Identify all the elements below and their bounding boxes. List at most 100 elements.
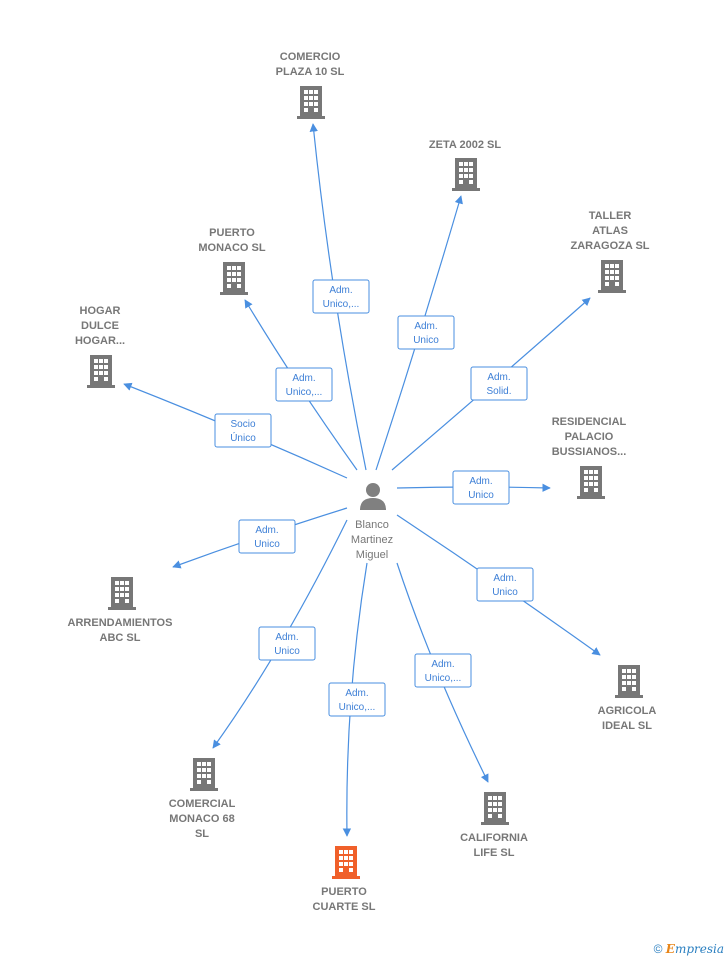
building-icon [190, 758, 218, 791]
edge-label-puerto-monaco[interactable]: Adm. Unico,... [275, 367, 333, 402]
company-name-line-2: MONACO SL [198, 242, 266, 254]
edge-label-line-1: Adm. [469, 476, 492, 487]
edge-label-box [452, 470, 510, 505]
company-name-line-1: HOGAR [80, 305, 121, 317]
edge-label-line-2: Unico [492, 587, 518, 598]
company-name-line-1: PUERTO [321, 886, 367, 898]
company-node-taller-atlas-zaragoza[interactable]: TALLER ATLAS ZARAGOZA SL [570, 210, 650, 293]
edge-label-line-1: Adm. [255, 525, 278, 536]
company-node-residencial-palacio[interactable]: RESIDENCIAL PALACIO BUSSIANOS... [552, 416, 627, 499]
building-icon [332, 846, 360, 879]
edge-label-line-2: Unico,... [323, 299, 360, 310]
building-icon [481, 792, 509, 825]
edge-label-comercial-monaco-68[interactable]: Adm. Unico [258, 626, 316, 661]
edge-label-box [258, 626, 316, 661]
edge-label-line-2: Unico,... [425, 673, 462, 684]
company-name-line-2: CUARTE SL [313, 901, 376, 913]
edge-label-box [328, 682, 386, 717]
edge-label-box [397, 315, 455, 350]
building-icon [452, 158, 480, 191]
company-name-line-2: ABC SL [100, 632, 141, 644]
footer-brand: © Empresia [654, 942, 724, 956]
edge-label-zeta-2002[interactable]: Adm. Unico [397, 315, 455, 350]
edge-label-line-1: Socio [230, 419, 255, 430]
company-name-line-3: SL [195, 828, 209, 840]
company-name-line-3: HOGAR... [75, 335, 125, 347]
company-node-puerto-monaco[interactable]: PUERTO MONACO SL [198, 227, 266, 295]
brand-name: mpresia [674, 942, 724, 956]
edge-label-arrendamientos-abc[interactable]: Adm.Unico [238, 519, 296, 554]
copyright-symbol: © [653, 942, 663, 956]
edges [123, 123, 601, 837]
company-name-line-2: MONACO 68 [169, 813, 234, 825]
building-icon [220, 262, 248, 295]
person-name-line-3: Miguel [356, 549, 388, 561]
edge-label-line-2: Solid. [486, 386, 511, 397]
building-icon [87, 355, 115, 388]
person-name-line-2: Martinez [351, 534, 393, 546]
company-node-puerto-cuarte[interactable]: PUERTO CUARTE SL [313, 846, 376, 913]
edge-label-line-1: Adm. [414, 321, 437, 332]
edge-label-line-2: Unico,... [286, 387, 323, 398]
edge-label-box [476, 567, 534, 602]
person-node[interactable]: Blanco Martinez Miguel [351, 483, 393, 561]
company-name-line-2: IDEAL SL [602, 720, 652, 732]
company-name-line-2: ATLAS [592, 225, 628, 237]
company-name-line-1: COMERCIO [280, 51, 341, 63]
company-node-zeta-2002[interactable]: ZETA 2002 SL [429, 139, 501, 191]
edge-label-taller-atlas-zaragoza[interactable]: Adm.Solid. [470, 366, 528, 401]
company-node-comercial-monaco-68[interactable]: COMERCIAL MONACO 68 SL [169, 758, 236, 840]
building-icon [108, 577, 136, 610]
edge-label-line-1: Adm. [292, 373, 315, 384]
building-icon [577, 466, 605, 499]
nodes: COMERCIO PLAZA 10 SL ZETA 2002 SL TALLER ATL… [68, 51, 657, 913]
edge-label-line-1: Adm. [329, 285, 352, 296]
edge-label-agricola-ideal[interactable]: Adm. Unico [476, 567, 534, 602]
company-node-arrendamientos-abc[interactable]: ARRENDAMIENTOS ABC SL [68, 577, 173, 644]
company-name-line-3: ZARAGOZA SL [570, 240, 649, 252]
company-name-line-1: TALLER [589, 210, 632, 222]
brand-initial: E [665, 942, 675, 956]
company-name-line-3: BUSSIANOS... [552, 446, 627, 458]
company-name-line-2: PLAZA 10 SL [276, 66, 345, 78]
edge-label-comercio-plaza-10[interactable]: Adm. Unico,... [312, 279, 370, 314]
edge-label-box [414, 653, 472, 688]
edge-label-residencial-palacio[interactable]: Adm. Unico [452, 470, 510, 505]
edge-label-box [275, 367, 333, 402]
company-name-line-2: LIFE SL [474, 847, 515, 859]
edge-label-line-2: Unico,... [339, 702, 376, 713]
company-node-agricola-ideal[interactable]: AGRICOLA IDEAL SL [598, 665, 657, 732]
edge-label-line-2: Unico [274, 646, 300, 657]
company-name-line-2: DULCE [81, 320, 119, 332]
edge-label-line-1: Adm. [431, 659, 454, 670]
edge-label-california-life[interactable]: Adm. Unico,... [414, 653, 472, 688]
edge-labels: Adm.Unico,...Adm.UnicoAdm.Solid.Adm.Unic… [214, 279, 534, 717]
edge-label-box [312, 279, 370, 314]
building-icon [615, 665, 643, 698]
person-icon [360, 483, 386, 510]
edge-label-box [470, 366, 528, 401]
company-node-comercio-plaza-10[interactable]: COMERCIO PLAZA 10 SL [276, 51, 345, 119]
building-icon [598, 260, 626, 293]
company-name-line-1: AGRICOLA [598, 705, 657, 717]
edge-label-puerto-cuarte[interactable]: Adm. Unico,... [328, 682, 386, 717]
edge-label-line-2: Único [230, 431, 256, 444]
edge-label-line-1: Adm. [493, 573, 516, 584]
company-name-line-1: ZETA 2002 SL [429, 139, 501, 151]
company-name-line-1: RESIDENCIAL [552, 416, 627, 428]
edge-label-line-1: Adm. [275, 632, 298, 643]
company-name-line-2: PALACIO [565, 431, 614, 443]
building-icon [297, 86, 325, 119]
edge-label-line-2: Unico [413, 335, 439, 346]
company-name-line-1: PUERTO [209, 227, 255, 239]
edge-label-line-1: Adm. [345, 688, 368, 699]
company-node-hogar-dulce-hogar[interactable]: HOGAR DULCE HOGAR... [75, 305, 125, 388]
edge-label-box [238, 519, 296, 554]
company-name-line-1: ARRENDAMIENTOS [68, 617, 173, 629]
company-name-line-1: COMERCIAL [169, 798, 236, 810]
person-name-line-1: Blanco [355, 519, 389, 531]
edge-label-line-2: Unico [468, 490, 494, 501]
